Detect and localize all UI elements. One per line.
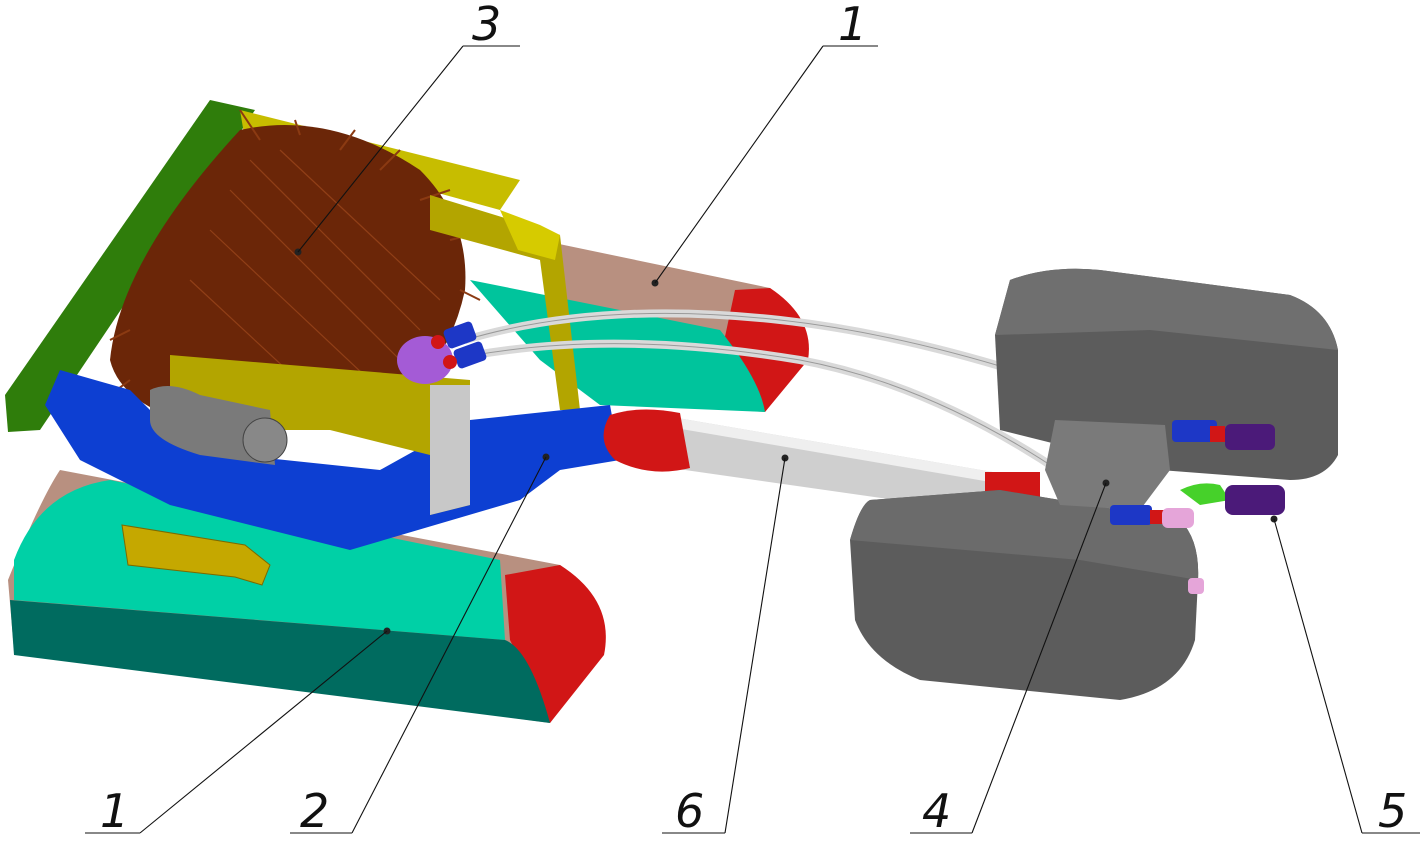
callout-1-bottom: 1 xyxy=(100,784,129,838)
leader-1-bottom xyxy=(139,630,388,834)
drive-unit xyxy=(850,268,1338,700)
yellow-bracket xyxy=(430,195,580,410)
callout-4: 4 xyxy=(922,784,951,838)
leader-6 xyxy=(724,457,786,834)
leader-lines xyxy=(85,45,1420,834)
hose-assembly xyxy=(397,309,1182,519)
frame xyxy=(45,355,620,550)
leader-1-top xyxy=(654,45,824,284)
leader-2 xyxy=(351,456,547,834)
callout-labels: 3 1 1 2 6 4 5 xyxy=(100,0,1407,838)
callout-1-top: 1 xyxy=(838,0,867,51)
callout-2: 2 xyxy=(300,784,329,838)
lower-left-track xyxy=(8,470,606,723)
leader-4 xyxy=(971,482,1107,834)
callout-6: 6 xyxy=(675,784,704,838)
callout-5: 5 xyxy=(1378,784,1407,838)
leader-5 xyxy=(1273,518,1363,834)
leader-3 xyxy=(297,45,464,253)
callout-3: 3 xyxy=(472,0,501,51)
